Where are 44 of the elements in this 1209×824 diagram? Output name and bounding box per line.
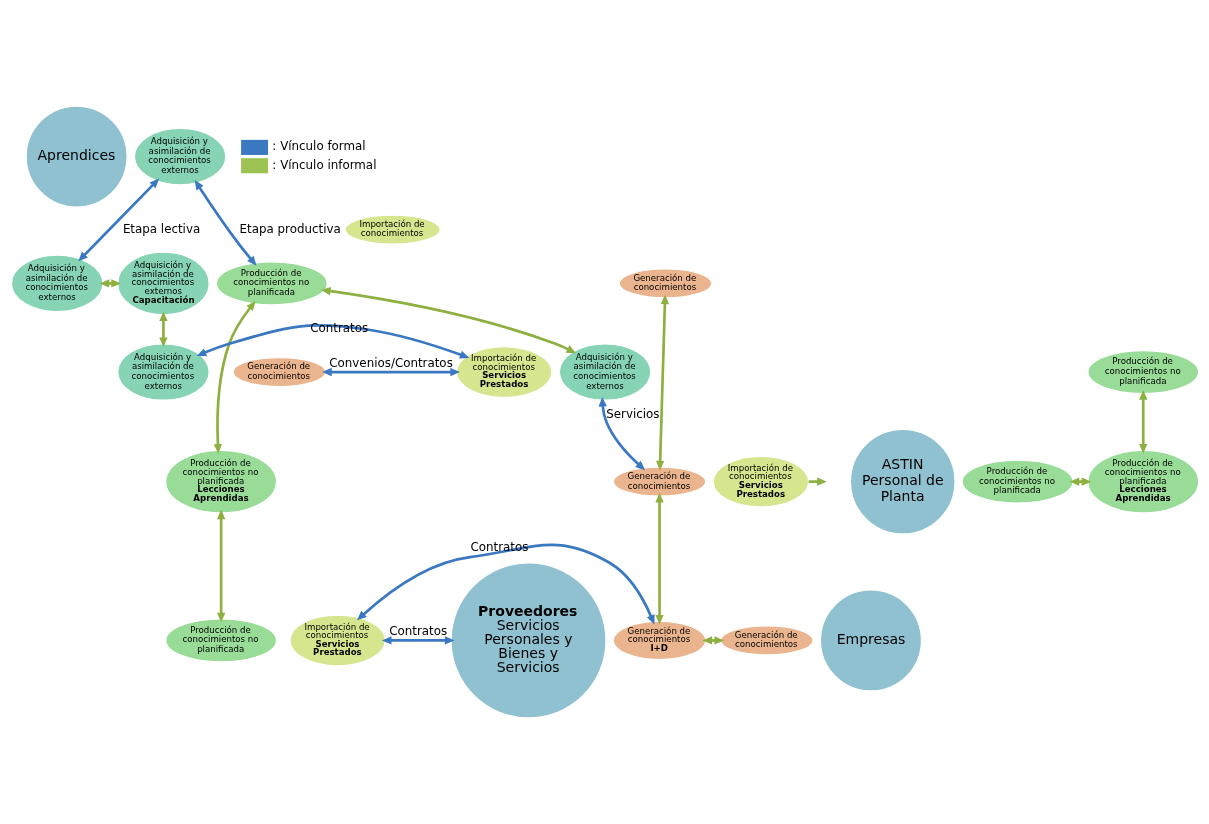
node-ellipse: Producción de conocimientos no planificada Lecciones Aprendidas bbox=[1086, 449, 1199, 514]
node-ellipse: Generación de conocimientos I+D bbox=[612, 620, 706, 660]
node-ellipse: Adquisición y asimilación de conocimientos externos bbox=[10, 254, 103, 313]
node-ellipse: Producción de conocimientos no planificada Lecciones Aprendidas bbox=[164, 449, 277, 514]
arrow bbox=[320, 286, 576, 354]
node-ellipse: Producción de conocimientos no planificada bbox=[164, 618, 277, 663]
node-ellipse: Importación de conocimientos Servicios Prestados bbox=[288, 614, 386, 667]
node-ellipse: Producción de conocimientos no planificada bbox=[961, 459, 1073, 504]
node-ellipse: Generación de conocimientos bbox=[719, 625, 814, 656]
node-ellipse: Generación de conocimientos bbox=[618, 268, 712, 299]
arrow bbox=[655, 294, 669, 471]
arrow bbox=[1138, 390, 1147, 454]
node-ellipse: Adquisición y asimilación de conocimientos externos bbox=[133, 127, 226, 186]
arrow bbox=[598, 396, 645, 471]
edge-label: Contratos bbox=[469, 540, 528, 555]
arrow bbox=[194, 180, 256, 266]
node-circle: ASTIN Personal de Planta bbox=[849, 428, 956, 535]
arrow bbox=[158, 311, 168, 348]
node-ellipse: Producción de conocimientos no planificada bbox=[1086, 350, 1199, 394]
edge-label: Etapa productiva bbox=[239, 221, 341, 236]
arrow bbox=[321, 367, 460, 377]
legend-label: : Vínculo informal bbox=[271, 157, 376, 172]
arrow bbox=[356, 543, 655, 625]
node-ellipse: Importación de conocimientos Servicios Prestados bbox=[712, 455, 809, 508]
node-ellipse: Generación de conocimientos bbox=[612, 466, 706, 497]
legend-label: : Vínculo formal bbox=[271, 139, 366, 154]
node-ellipse: Producción de conocimientos no planificada bbox=[215, 261, 328, 306]
node-ellipse: Adquisición y asimilación de conocimientos externos Capacitación bbox=[116, 251, 210, 316]
node-circle: Empresas bbox=[819, 589, 922, 692]
arrow bbox=[213, 301, 256, 454]
node-circle: Proveedores Servicios Personales y Bienes y Servicios bbox=[450, 562, 606, 719]
edge-label: Etapa lectiva bbox=[122, 221, 200, 236]
arrow bbox=[808, 477, 827, 486]
arrow bbox=[216, 509, 225, 623]
node-ellipse: Importación de conocimientos bbox=[343, 214, 441, 245]
node-ellipse: Generación de conocimientos bbox=[232, 357, 326, 387]
node-circle: Aprendices bbox=[25, 105, 128, 208]
edge-label: Servicios bbox=[605, 406, 659, 421]
arrow bbox=[196, 324, 469, 359]
arrow bbox=[77, 178, 159, 262]
arrow bbox=[381, 636, 454, 645]
edge-label: Convenios/Contratos bbox=[328, 355, 453, 370]
edge-label: Contratos bbox=[388, 624, 447, 639]
arrow bbox=[654, 492, 664, 625]
